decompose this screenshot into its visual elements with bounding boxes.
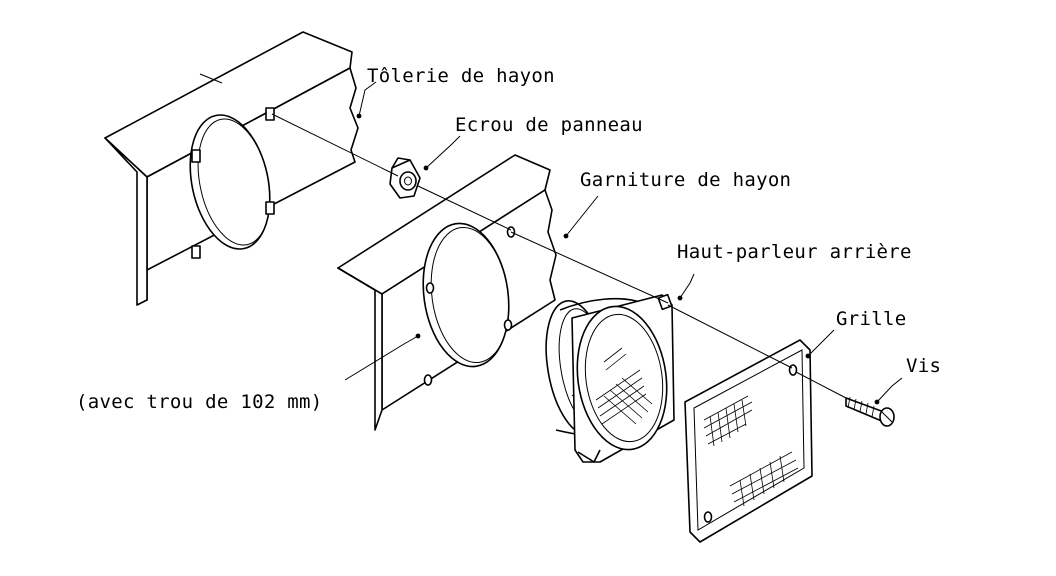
- label-vis: Vis: [906, 355, 942, 377]
- panel-nut: [389, 157, 421, 199]
- assembly-axis-lines: [271, 113, 847, 399]
- label-grille: Grille: [836, 308, 907, 330]
- speaker-mesh: [595, 347, 653, 425]
- label-garniture-de-hayon: Garniture de hayon: [580, 169, 792, 191]
- trim-hole-2: [503, 319, 513, 331]
- trim-hole-3: [423, 374, 433, 386]
- leader-lines: [344, 81, 903, 405]
- clip-square-4: [191, 245, 201, 259]
- clip-square-2: [191, 149, 201, 163]
- label-ecrou-de-panneau: Ecrou de panneau: [455, 114, 643, 136]
- trim-hole-4: [425, 282, 435, 294]
- label-tolerie-de-hayon: Tôlerie de hayon: [367, 65, 555, 87]
- label-haut-parleur-arriere: Haut-parleur arrière: [677, 241, 912, 263]
- rear-speaker: [545, 293, 675, 463]
- grille: [684, 339, 813, 543]
- clip-square-3: [265, 201, 275, 215]
- grille-mesh: [703, 395, 799, 507]
- tailgate-sheet-metal: [104, 31, 359, 306]
- label-avec-trou: (avec trou de 102 mm): [76, 391, 323, 413]
- clip-square-1: [265, 107, 275, 121]
- tailgate-trim: [337, 154, 557, 431]
- screw: [845, 396, 895, 427]
